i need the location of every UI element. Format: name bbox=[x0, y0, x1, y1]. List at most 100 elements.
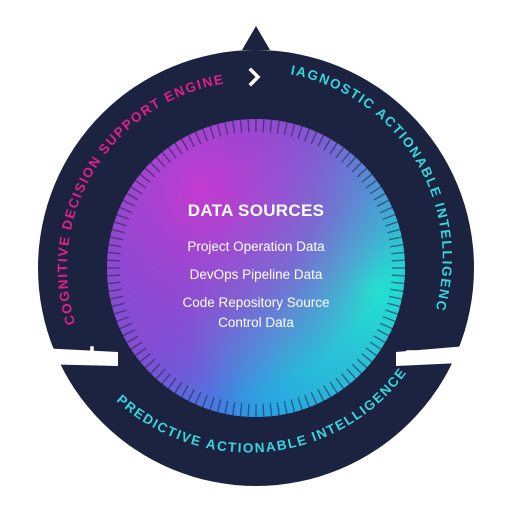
tick-mark bbox=[361, 173, 373, 183]
tick-mark bbox=[323, 385, 332, 398]
tick-mark bbox=[167, 147, 177, 159]
tick-mark bbox=[376, 329, 390, 337]
tick-mark bbox=[356, 167, 368, 178]
tick-mark bbox=[297, 126, 303, 139]
tick-mark bbox=[385, 221, 398, 227]
tick-mark bbox=[391, 274, 405, 277]
tick-mark bbox=[390, 288, 404, 293]
data-source-item: Control Data bbox=[218, 315, 294, 330]
tick-mark bbox=[323, 138, 332, 151]
tick-mark bbox=[119, 206, 133, 214]
corner-bracket-icon bbox=[406, 350, 417, 361]
tick-mark bbox=[231, 120, 236, 134]
data-source-item: DevOps Pipeline Data bbox=[190, 267, 323, 282]
tick-mark bbox=[317, 134, 325, 148]
tick-mark bbox=[194, 391, 202, 405]
data-source-item: Project Operation Data bbox=[187, 239, 325, 254]
tick-mark bbox=[110, 236, 124, 241]
tick-mark bbox=[276, 402, 281, 416]
tick-mark bbox=[139, 353, 151, 363]
tick-mark bbox=[167, 377, 177, 389]
tick-mark bbox=[126, 192, 139, 201]
tick-mark bbox=[391, 251, 405, 255]
tick-mark bbox=[335, 147, 345, 159]
tick-mark bbox=[341, 151, 351, 163]
tick-mark bbox=[310, 391, 318, 405]
tick-mark bbox=[114, 309, 127, 315]
tick-mark bbox=[111, 302, 125, 308]
tick-mark bbox=[135, 179, 147, 189]
tick-mark bbox=[391, 259, 405, 262]
tick-mark bbox=[107, 274, 121, 277]
tick-mark bbox=[304, 128, 311, 142]
tick-mark bbox=[382, 316, 396, 323]
tick-mark bbox=[122, 199, 136, 207]
tick-mark bbox=[114, 221, 127, 227]
tick-mark bbox=[269, 119, 273, 133]
tick-mark bbox=[376, 199, 390, 207]
tick-mark bbox=[379, 322, 393, 330]
tick-mark bbox=[111, 228, 125, 234]
tick-mark bbox=[161, 373, 171, 385]
center-title: DATA SOURCES bbox=[188, 201, 324, 220]
data-sources-disc bbox=[107, 119, 405, 417]
tick-mark bbox=[239, 119, 243, 133]
tick-mark bbox=[108, 243, 122, 248]
tick-mark bbox=[116, 213, 130, 220]
tick-mark bbox=[388, 236, 402, 241]
tick-mark bbox=[150, 363, 161, 374]
tick-mark bbox=[130, 341, 143, 350]
tick-mark bbox=[247, 119, 250, 133]
tick-mark bbox=[283, 122, 288, 136]
tick-mark bbox=[329, 381, 338, 394]
tick-mark bbox=[329, 142, 338, 155]
tick-mark bbox=[150, 162, 161, 173]
corner-bracket-icon bbox=[90, 346, 101, 357]
tick-mark bbox=[139, 173, 151, 183]
tick-mark bbox=[269, 403, 273, 417]
tick-mark bbox=[387, 228, 401, 234]
tick-mark bbox=[262, 403, 265, 417]
tick-mark bbox=[310, 131, 318, 145]
tick-mark bbox=[385, 309, 398, 315]
chevron-right-icon bbox=[248, 67, 261, 87]
tick-mark bbox=[216, 399, 222, 413]
tick-mark bbox=[187, 388, 195, 402]
tick-mark bbox=[351, 363, 362, 374]
tick-mark bbox=[387, 302, 401, 308]
tick-mark bbox=[365, 347, 377, 357]
tick-mark bbox=[201, 128, 208, 142]
tick-mark bbox=[373, 192, 386, 201]
tick-mark bbox=[107, 259, 121, 262]
tick-mark bbox=[290, 399, 296, 413]
ring-gap-right bbox=[396, 345, 482, 366]
tick-mark bbox=[379, 206, 393, 214]
tick-mark bbox=[304, 394, 311, 408]
tick-mark bbox=[369, 341, 382, 350]
tick-mark bbox=[388, 295, 402, 300]
tick-mark bbox=[155, 156, 166, 168]
tick-mark bbox=[390, 243, 404, 248]
tick-mark bbox=[361, 353, 373, 363]
tick-mark bbox=[283, 400, 288, 414]
tick-mark bbox=[373, 335, 386, 344]
tick-mark bbox=[126, 335, 139, 344]
tick-mark bbox=[122, 329, 136, 337]
tick-mark bbox=[110, 295, 124, 300]
tick-mark bbox=[209, 126, 215, 139]
tick-mark bbox=[290, 123, 296, 137]
tick-mark bbox=[341, 373, 351, 385]
data-source-item: Code Repository Source bbox=[182, 295, 329, 310]
tick-mark bbox=[365, 179, 377, 189]
tick-mark bbox=[209, 397, 215, 410]
tick-marks bbox=[107, 119, 405, 417]
tick-mark bbox=[247, 403, 250, 417]
tick-mark bbox=[161, 151, 171, 163]
tick-mark bbox=[216, 123, 222, 137]
tick-mark bbox=[108, 288, 122, 293]
tick-mark bbox=[356, 358, 368, 369]
tick-mark bbox=[155, 368, 166, 380]
tick-mark bbox=[180, 138, 189, 151]
